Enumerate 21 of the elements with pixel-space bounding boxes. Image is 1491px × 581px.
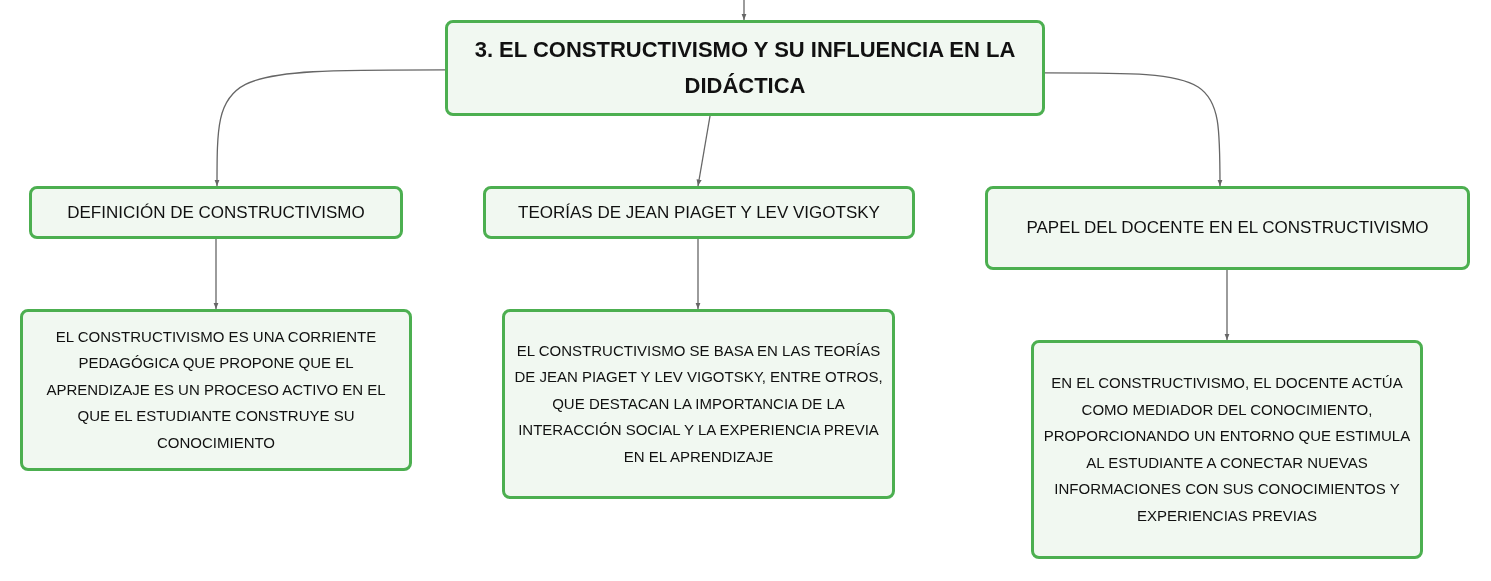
arrow	[213, 238, 219, 310]
topic-title: 3. EL CONSTRUCTIVISMO Y SU INFLUENCIA EN LA DIDÁCTICA	[473, 36, 1017, 100]
subtopic-box	[985, 186, 1470, 270]
subtopic-box	[29, 186, 403, 239]
subtopic-title: PAPEL DEL DOCENTE EN EL CONSTRUCTIVISMO	[1026, 217, 1429, 239]
subtopic-box	[483, 186, 915, 239]
description-text: EL CONSTRUCTIVISMO SE BASA EN LAS TEORÍAS DE JEAN PIAGET Y LEV VIGOTSKY, ENTRE OTROS, QUE DESTACAN LA IMPORTANCIA DE LA INTERACCIÓN SOCIAL Y LA EXPERIENCIA PREVIA EN EL APRENDIZAJE	[513, 340, 884, 467]
subtopic-title: DEFINICIÓN DE CONSTRUCTIVISMO	[67, 201, 365, 224]
arrow	[1044, 72, 1223, 187]
arrow	[695, 238, 701, 310]
description-text: EL CONSTRUCTIVISMO ES UNA CORRIENTE PEDAGÓGICA QUE PROPONE QUE EL APRENDIZAJE ES UN PROCESO ACTIVO EN EL QUE EL ESTUDIANTE CONSTRUYE SU CONOCIMIENTO	[45, 326, 387, 453]
description-text: EN EL CONSTRUCTIVISMO, EL DOCENTE ACTÚA COMO MEDIADOR DEL CONOCIMIENTO, PROPORCIONANDO UN ENTORNO QUE ESTIMULA AL ESTUDIANTE A CONECTAR NUEVAS INFORMACIONES CON SUS CONOCIMIENTOS Y EXPERIENCIAS PREVIAS	[1042, 373, 1412, 526]
central-topic-box	[445, 20, 1045, 116]
subtopic-title: TEORÍAS DE JEAN PIAGET Y LEV VIGOTSKY	[518, 201, 880, 224]
arrow	[214, 69, 446, 187]
description-box	[502, 309, 895, 499]
description-box	[1031, 340, 1423, 559]
description-box	[20, 309, 412, 471]
arrow	[741, 0, 747, 21]
arrow	[1224, 269, 1230, 341]
arrow	[696, 115, 711, 187]
